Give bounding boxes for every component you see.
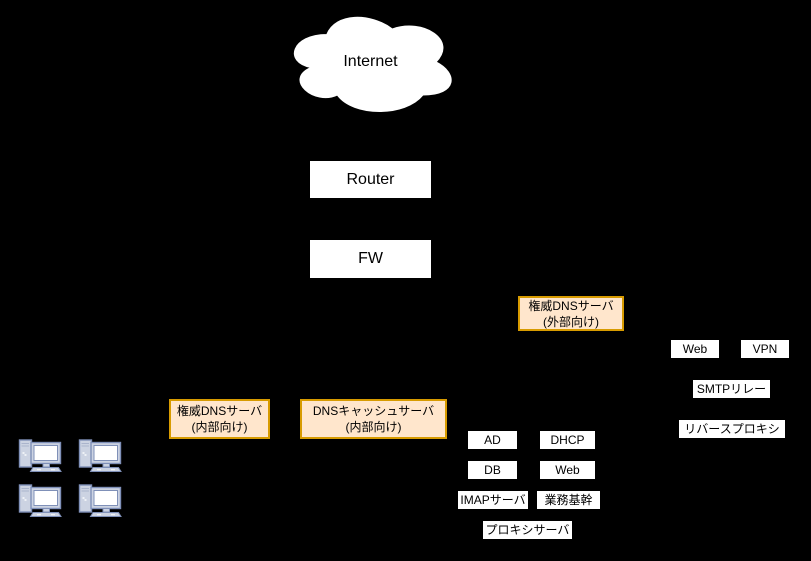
- node-dmz-vpn: VPN: [741, 340, 789, 358]
- node-dns-cache-line1: DNSキャッシュサーバ: [312, 404, 435, 418]
- node-ad: AD: [468, 431, 517, 449]
- node-imap: IMAPサーバ: [458, 491, 528, 509]
- desktop-pc-icon: [18, 484, 62, 517]
- node-firewall: FW: [310, 240, 431, 278]
- node-dmz-web-label: Web: [682, 342, 708, 356]
- node-dmz-web: Web: [671, 340, 719, 358]
- desktop-pc-icon: [78, 439, 122, 472]
- node-smtp-relay-label: SMTPリレー: [696, 382, 767, 396]
- node-core-business-label: 業務基幹: [544, 493, 593, 507]
- node-firewall-label: FW: [358, 250, 383, 267]
- node-proxy-label: プロキシサーバ: [485, 523, 570, 537]
- node-internal-authoritative-dns: 権威DNSサーバ (内部向け): [169, 399, 270, 439]
- node-internal-web-label: Web: [555, 463, 580, 477]
- node-db: DB: [468, 461, 517, 479]
- node-dhcp: DHCP: [540, 431, 595, 449]
- node-external-authoritative-dns: 権威DNSサーバ (外部向け): [518, 296, 624, 331]
- desktop-pc-icon: [78, 484, 122, 517]
- node-external-authoritative-dns-line1: 権威DNSサーバ: [528, 298, 614, 313]
- node-dns-cache-line2: (内部向け): [345, 420, 402, 434]
- node-internet-label: Internet: [343, 53, 398, 70]
- node-db-label: DB: [484, 463, 501, 477]
- desktop-pc-icon: [18, 439, 62, 472]
- node-dmz-vpn-label: VPN: [752, 342, 778, 356]
- internet-cloud-icon: [293, 16, 452, 112]
- node-reverse-proxy: リバースプロキシ: [679, 420, 785, 438]
- node-router: Router: [310, 161, 431, 198]
- node-ad-label: AD: [484, 433, 501, 447]
- node-proxy: プロキシサーバ: [483, 521, 572, 539]
- node-external-authoritative-dns-line2: (外部向け): [543, 314, 599, 329]
- node-internal-web: Web: [540, 461, 595, 479]
- node-router-label: Router: [346, 170, 395, 188]
- node-dhcp-label: DHCP: [550, 433, 585, 447]
- node-imap-label: IMAPサーバ: [460, 493, 526, 507]
- node-internal-authoritative-dns-line1: 権威DNSサーバ: [176, 404, 263, 418]
- node-smtp-relay: SMTPリレー: [693, 380, 770, 398]
- node-dns-cache: DNSキャッシュサーバ (内部向け): [300, 399, 447, 439]
- node-core-business: 業務基幹: [537, 491, 600, 509]
- node-reverse-proxy-label: リバースプロキシ: [684, 422, 780, 436]
- node-internal-authoritative-dns-line2: (内部向け): [191, 420, 248, 434]
